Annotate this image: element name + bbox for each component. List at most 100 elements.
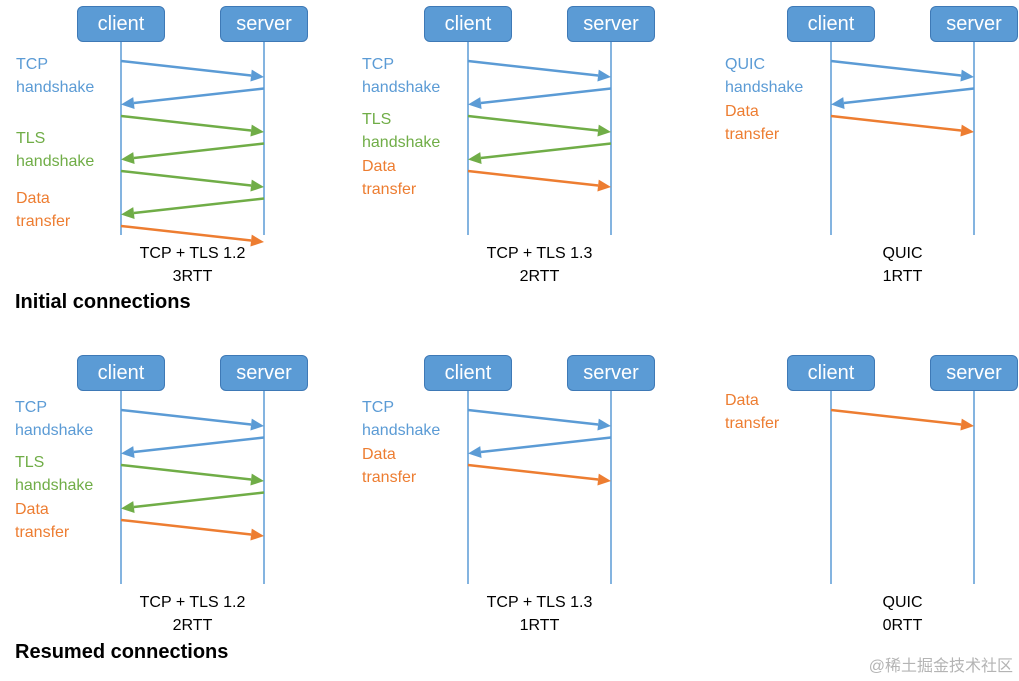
phase-label-line: handshake xyxy=(362,79,441,96)
tls-message-arrow xyxy=(467,114,611,137)
quic-message-arrow xyxy=(830,59,974,82)
tcp-message-arrow xyxy=(121,436,265,459)
tcp-phase-label: TCP handshake xyxy=(362,396,440,442)
protocol-name: TCP + TLS 1.3 xyxy=(486,245,593,262)
tcp-message-arrow xyxy=(468,436,612,459)
rtt-count: 2RTT xyxy=(519,268,560,285)
tls-message-arrow xyxy=(120,463,264,486)
tls-message-arrow xyxy=(468,142,612,165)
phase-label-line: TCP xyxy=(362,56,394,73)
data-phase-label: Data transfer xyxy=(362,155,416,201)
data-message-arrow xyxy=(120,224,264,247)
tcp-phase-label: TCP handshake xyxy=(362,53,440,99)
watermark: @稀土掘金技术社区 xyxy=(868,658,1013,675)
phase-label-line: Data xyxy=(725,103,759,120)
protocol-name: TCP + TLS 1.2 xyxy=(139,594,246,611)
tcp-message-arrow xyxy=(121,87,265,110)
tcp-message-arrow xyxy=(120,408,264,431)
protocol-name: QUIC xyxy=(882,245,923,262)
client-node: client xyxy=(77,6,165,42)
quic-phase-label: QUIC handshake xyxy=(725,53,803,99)
protocol-name: QUIC xyxy=(882,594,923,611)
tcp-message-arrow xyxy=(467,408,611,431)
phase-label-line: Data xyxy=(362,446,396,463)
server-node: server xyxy=(930,355,1018,391)
tcp-message-arrow xyxy=(468,87,612,110)
phase-label-line: handshake xyxy=(362,134,441,151)
phase-label-line: TLS xyxy=(15,454,45,471)
phase-label-line: transfer xyxy=(725,415,780,432)
protocol-caption: QUIC 1RTT xyxy=(823,242,983,288)
phase-label-line: handshake xyxy=(16,79,95,96)
phase-label-line: QUIC xyxy=(725,56,765,73)
phase-label-line: handshake xyxy=(362,422,441,439)
server-node: server xyxy=(567,355,655,391)
phase-label-line: transfer xyxy=(16,213,71,230)
data-message-arrow xyxy=(830,114,974,137)
rtt-count: 1RTT xyxy=(882,268,923,285)
tcp-phase-label: TCP handshake xyxy=(15,396,93,442)
phase-label-line: transfer xyxy=(15,524,70,541)
rtt-count: 1RTT xyxy=(519,617,560,634)
data-message-arrow xyxy=(830,408,974,431)
phase-label-line: transfer xyxy=(362,181,417,198)
phase-label-line: handshake xyxy=(16,153,95,170)
phase-label-line: TCP xyxy=(362,399,394,416)
client-node: client xyxy=(424,355,512,391)
phase-label-line: handshake xyxy=(725,79,804,96)
section-title-initial: Initial connections xyxy=(15,291,191,313)
client-node: client xyxy=(424,6,512,42)
data-message-arrow xyxy=(120,518,264,541)
data-phase-label: Data transfer xyxy=(725,100,779,146)
protocol-caption: TCP + TLS 1.3 2RTT xyxy=(460,242,620,288)
protocol-caption: TCP + TLS 1.2 3RTT xyxy=(113,242,273,288)
protocol-name: TCP + TLS 1.2 xyxy=(139,245,246,262)
tcp-message-arrow xyxy=(467,59,611,82)
phase-label-line: TLS xyxy=(362,111,392,128)
tls-phase-label: TLS handshake xyxy=(16,127,94,173)
tcp-message-arrow xyxy=(120,59,264,82)
protocol-caption: QUIC 0RTT xyxy=(823,591,983,637)
quic-message-arrow xyxy=(831,87,975,110)
data-message-arrow xyxy=(467,169,611,192)
phase-label-line: TLS xyxy=(16,130,46,147)
protocol-caption: TCP + TLS 1.3 1RTT xyxy=(460,591,620,637)
server-node: server xyxy=(567,6,655,42)
rtt-count: 3RTT xyxy=(172,268,213,285)
phase-label-line: handshake xyxy=(15,422,94,439)
rtt-count: 0RTT xyxy=(882,617,923,634)
phase-label-line: Data xyxy=(362,158,396,175)
rtt-count: 2RTT xyxy=(172,617,213,634)
tls-phase-label: TLS handshake xyxy=(15,451,93,497)
tls-message-arrow xyxy=(120,114,264,137)
phase-label-line: transfer xyxy=(362,469,417,486)
tls-message-arrow xyxy=(121,142,265,165)
tls-message-arrow xyxy=(121,491,265,514)
phase-label-line: TCP xyxy=(15,399,47,416)
phase-label-line: transfer xyxy=(725,126,780,143)
protocol-caption: TCP + TLS 1.2 2RTT xyxy=(113,591,273,637)
phase-label-line: Data xyxy=(725,392,759,409)
data-phase-label: Data transfer xyxy=(362,443,416,489)
data-phase-label: Data transfer xyxy=(725,389,779,435)
server-node: server xyxy=(220,355,308,391)
section-title-resumed: Resumed connections xyxy=(15,641,229,663)
phase-label-line: Data xyxy=(15,501,49,518)
tls-message-arrow xyxy=(120,169,264,192)
phase-label-line: TCP xyxy=(16,56,48,73)
data-phase-label: Data transfer xyxy=(16,187,70,233)
client-node: client xyxy=(787,355,875,391)
tcp-phase-label: TCP handshake xyxy=(16,53,94,99)
server-node: server xyxy=(220,6,308,42)
data-phase-label: Data transfer xyxy=(15,498,69,544)
phase-label-line: handshake xyxy=(15,477,94,494)
server-node: server xyxy=(930,6,1018,42)
data-message-arrow xyxy=(467,463,611,486)
tls-phase-label: TLS handshake xyxy=(362,108,440,154)
client-node: client xyxy=(77,355,165,391)
phase-label-line: Data xyxy=(16,190,50,207)
protocol-name: TCP + TLS 1.3 xyxy=(486,594,593,611)
client-node: client xyxy=(787,6,875,42)
tls-message-arrow xyxy=(121,197,265,220)
